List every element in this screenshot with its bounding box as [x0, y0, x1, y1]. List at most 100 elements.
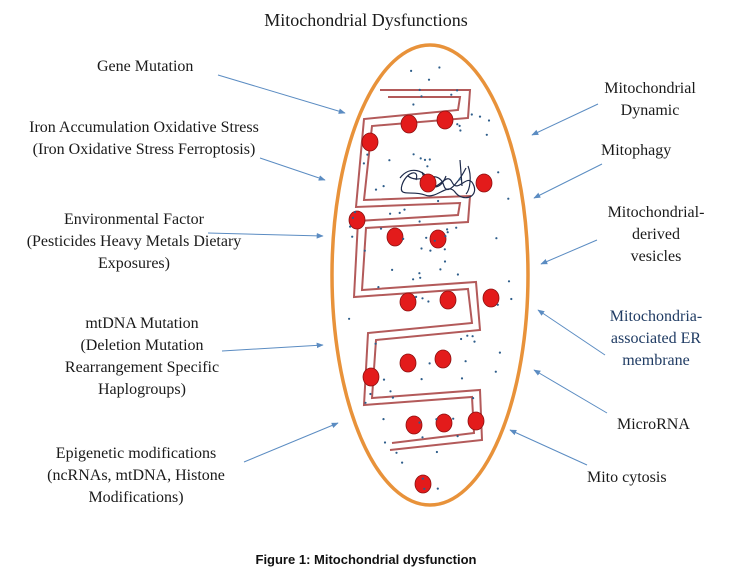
- left-arrows: [207, 74, 346, 463]
- matrix-dot: [428, 158, 431, 161]
- matrix-dot: [458, 124, 461, 127]
- matrix-dot: [402, 237, 405, 240]
- matrix-dot: [428, 362, 431, 365]
- matrix-dot: [456, 273, 459, 276]
- matrix-dot: [450, 93, 453, 96]
- matrix-dot: [459, 129, 462, 132]
- matrix-dot: [351, 235, 354, 238]
- matrix-dot: [452, 417, 455, 420]
- matrix-dot: [446, 228, 449, 231]
- matrix-dot: [496, 303, 499, 306]
- matrix-dots: [348, 66, 513, 490]
- matrix-dot: [383, 441, 387, 444]
- label-epigenetic-modifications: Epigenetic modifications (ncRNAs, mtDNA,…: [47, 445, 225, 506]
- arrow-mdv: [540, 239, 598, 265]
- matrix-dot: [418, 88, 421, 91]
- ribosome-dot: [475, 173, 493, 193]
- matrix-dot: [455, 226, 458, 229]
- matrix-dot: [418, 272, 421, 275]
- matrix-dot: [421, 297, 424, 300]
- matrix-dot: [423, 158, 427, 161]
- matrix-dot: [421, 436, 424, 439]
- matrix-dot: [349, 225, 352, 228]
- matrix-dot: [419, 276, 422, 279]
- ribosome-dot: [399, 292, 417, 312]
- matrix-dot: [495, 237, 498, 240]
- matrix-dot: [427, 78, 431, 81]
- arrow-iron-accumulation: [259, 157, 326, 181]
- label-mitochondrial-dynamic: Mitochondrial Dynamic: [604, 80, 696, 119]
- matrix-dot: [377, 286, 380, 289]
- arrow-mitochondrial-dynamic: [531, 103, 599, 136]
- matrix-dot: [485, 133, 488, 136]
- matrix-dot: [456, 89, 459, 92]
- ribosome-dot: [419, 173, 437, 193]
- matrix-dot: [401, 461, 404, 464]
- matrix-dot: [374, 188, 378, 191]
- matrix-dot: [466, 334, 469, 337]
- matrix-dot: [420, 95, 423, 98]
- matrix-dot: [369, 392, 372, 396]
- matrix-dot: [418, 421, 421, 424]
- label-gene-mutation: Gene Mutation: [97, 58, 194, 75]
- matrix-dot: [425, 236, 428, 239]
- matrix-dot: [446, 231, 449, 234]
- matrix-dot: [487, 119, 491, 122]
- ribosome-dot: [348, 210, 366, 230]
- arrow-environmental-factor: [207, 232, 324, 239]
- matrix-dot: [470, 113, 473, 116]
- matrix-dot: [456, 435, 459, 438]
- label-iron-accumulation: Iron Accumulation Oxidative Stress (Iron…: [29, 119, 259, 158]
- matrix-dot: [362, 162, 365, 165]
- ribosome-dot: [362, 367, 380, 387]
- matrix-dot: [436, 487, 439, 490]
- matrix-dot: [426, 165, 429, 168]
- matrix-dot: [351, 216, 354, 219]
- matrix-dot: [410, 69, 413, 72]
- matrix-dot: [478, 115, 482, 118]
- matrix-dot: [366, 153, 369, 156]
- diagram-title: Mitochondrial Dysfunctions: [264, 10, 468, 30]
- matrix-dot: [382, 418, 385, 421]
- ribosome-dot: [414, 474, 432, 494]
- matrix-dot: [437, 199, 440, 203]
- matrix-dot: [382, 378, 386, 381]
- matrix-dot: [507, 197, 510, 200]
- matrix-dot: [391, 396, 394, 399]
- matrix-dot: [415, 295, 418, 298]
- matrix-dot: [498, 351, 501, 354]
- label-microrna: MicroRNA: [617, 416, 690, 433]
- matrix-dot: [395, 451, 398, 454]
- matrix-dot: [389, 390, 392, 393]
- matrix-dot: [507, 280, 511, 283]
- matrix-dot: [456, 123, 459, 126]
- matrix-dot: [458, 178, 461, 181]
- matrix-dot: [497, 171, 500, 174]
- matrix-dot: [473, 340, 476, 343]
- ribosome-dot: [482, 288, 500, 308]
- label-environmental-factor: Environmental Factor (Pesticides Heavy M…: [26, 211, 242, 272]
- matrix-dot: [389, 212, 392, 215]
- matrix-dot: [439, 268, 442, 271]
- figure-caption: Figure 1: Mitochondrial dysfunction: [255, 552, 477, 567]
- ribosome-dot: [467, 411, 485, 431]
- label-mito-cytosis: Mito cytosis: [587, 469, 667, 486]
- matrix-dot: [412, 103, 415, 106]
- matrix-dot: [398, 211, 401, 214]
- matrix-dot: [433, 239, 436, 242]
- matrix-dot: [421, 477, 424, 480]
- matrix-dot: [460, 337, 463, 341]
- ribosome-dot: [434, 349, 452, 369]
- label-mitochondrial-derived-vesicles: Mitochondrial- derived vesicles: [607, 204, 705, 265]
- ribosome-dot: [361, 132, 379, 152]
- ribosome-dot: [436, 110, 454, 130]
- matrix-dot: [510, 297, 513, 301]
- matrix-dot: [460, 377, 464, 380]
- matrix-dot: [443, 248, 446, 251]
- ribosome-dot: [400, 114, 418, 134]
- matrix-dot: [435, 450, 438, 454]
- matrix-dot: [412, 153, 415, 156]
- ribosome-dot: [386, 227, 404, 247]
- matrix-dot: [382, 185, 385, 188]
- matrix-dot: [412, 278, 415, 281]
